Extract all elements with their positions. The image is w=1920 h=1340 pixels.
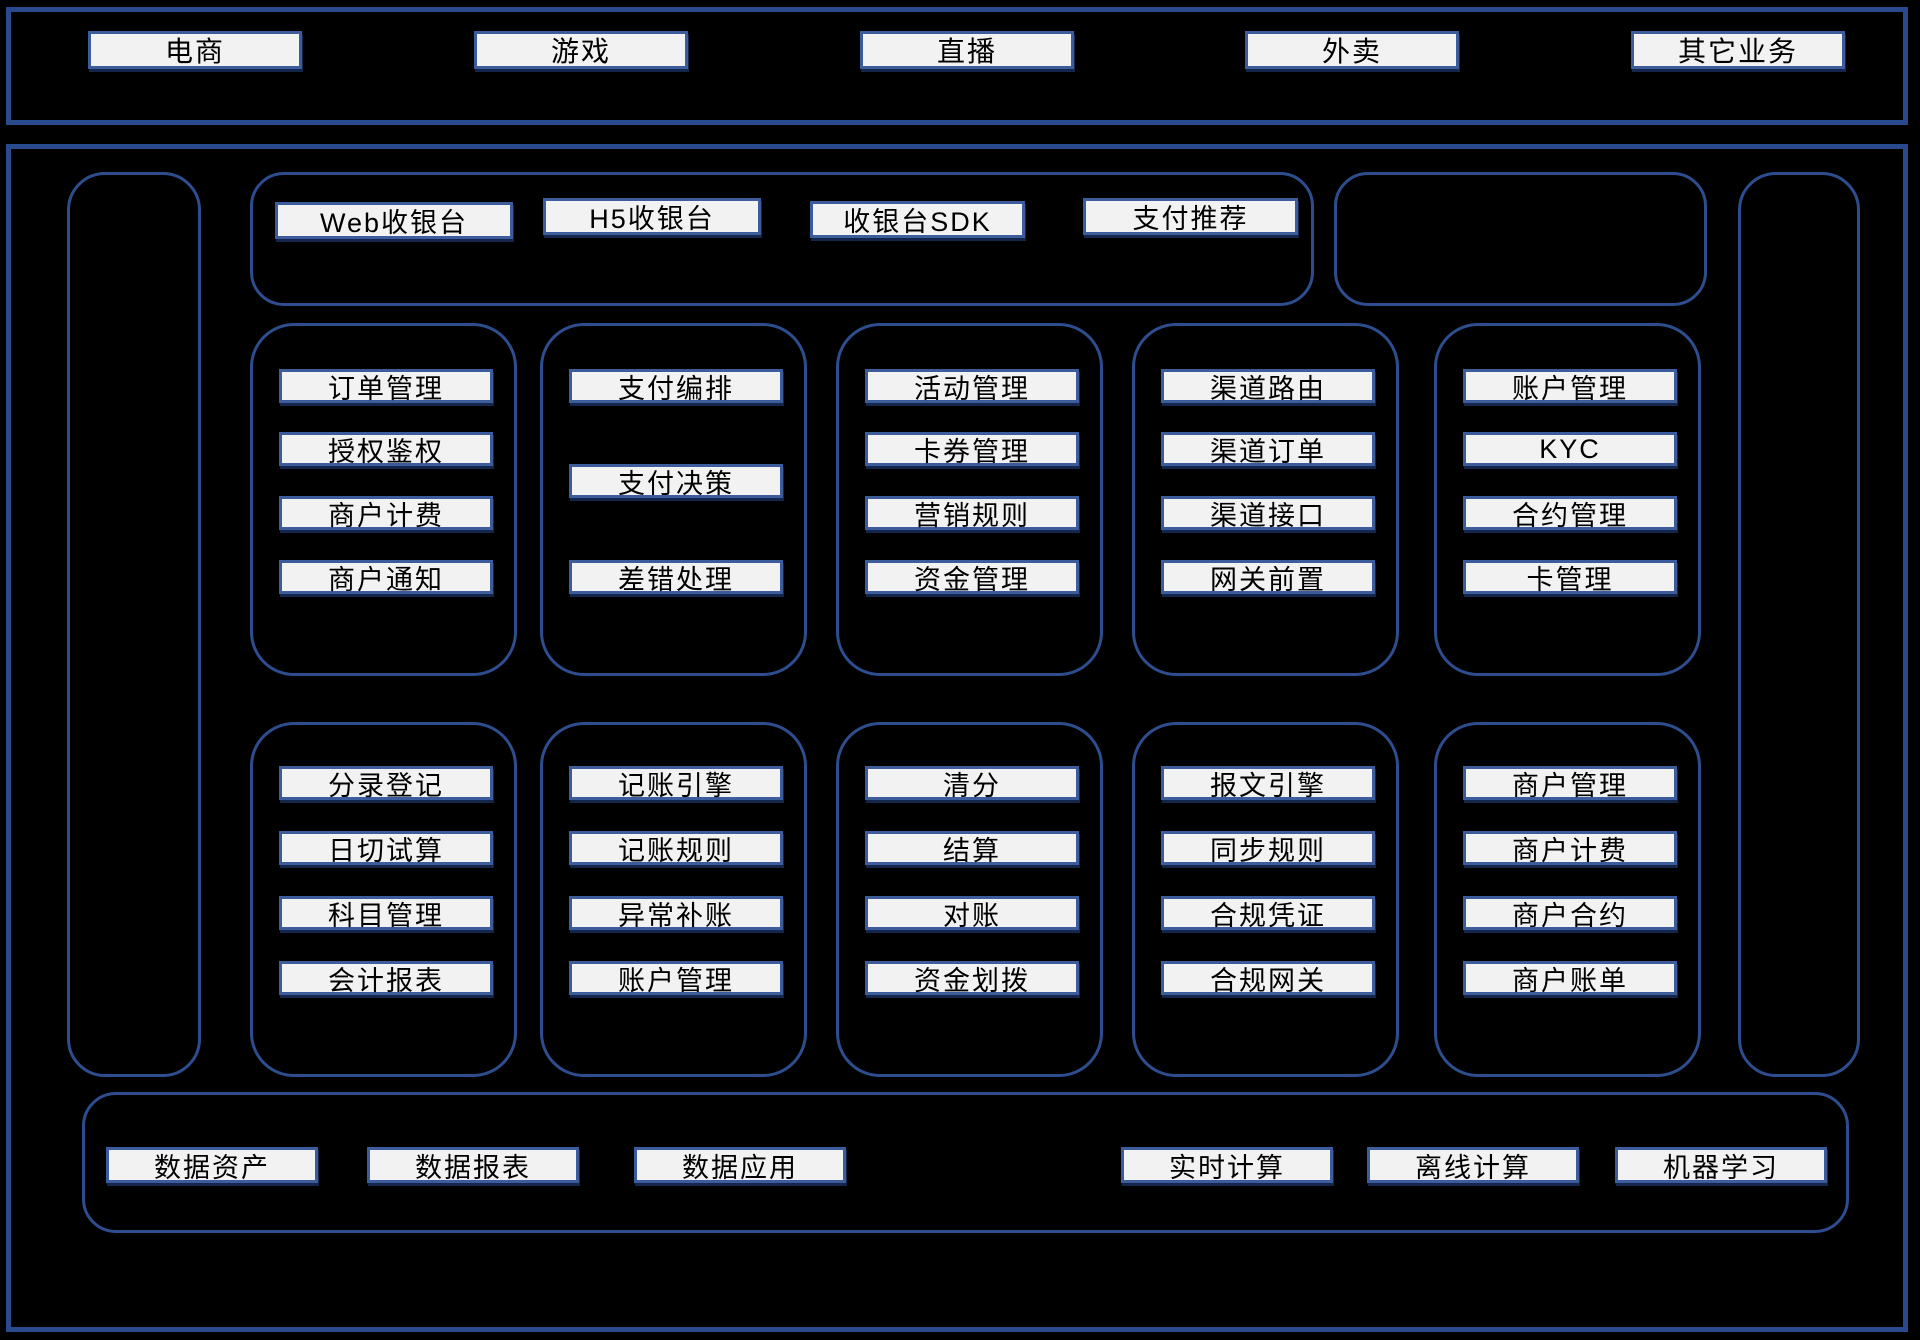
module-node: 合规凭证 — [1161, 896, 1375, 931]
business-node: 游戏 — [474, 31, 688, 69]
account-column: 账户管理 KYC 合约管理 卡管理 — [1434, 323, 1701, 676]
module-node: 记账规则 — [569, 831, 783, 866]
product-node: H5收银台 — [543, 198, 761, 235]
module-node: 结算 — [865, 831, 1079, 866]
module-node: 卡管理 — [1463, 560, 1677, 595]
left-rail — [67, 172, 201, 1077]
module-node: KYC — [1463, 432, 1677, 466]
module-node: 商户合约 — [1463, 896, 1677, 931]
products-side-group — [1334, 172, 1707, 306]
module-node: 支付编排 — [569, 369, 783, 404]
data-node: 机器学习 — [1615, 1147, 1827, 1183]
channel-column: 渠道路由 渠道订单 渠道接口 网关前置 — [1132, 323, 1399, 676]
module-node: 商户计费 — [1463, 831, 1677, 866]
right-rail — [1738, 172, 1860, 1077]
data-node: 数据资产 — [106, 1147, 318, 1183]
module-node: 商户通知 — [279, 560, 493, 595]
module-node: 网关前置 — [1161, 560, 1375, 595]
module-node: 同步规则 — [1161, 831, 1375, 866]
business-node: 电商 — [88, 31, 302, 69]
module-node: 授权鉴权 — [279, 432, 493, 467]
module-node: 对账 — [865, 896, 1079, 931]
module-node: 订单管理 — [279, 369, 493, 404]
module-node: 渠道路由 — [1161, 369, 1375, 404]
module-node: 渠道接口 — [1161, 496, 1375, 531]
module-node: 账户管理 — [1463, 369, 1677, 404]
business-node: 外卖 — [1245, 31, 1459, 69]
marketing-column: 活动管理 卡券管理 营销规则 资金管理 — [836, 323, 1103, 676]
module-node: 合约管理 — [1463, 496, 1677, 531]
module-node: 商户账单 — [1463, 961, 1677, 996]
module-node: 资金管理 — [865, 560, 1079, 595]
product-node: 支付推荐 — [1083, 198, 1298, 235]
compliance-column: 报文引擎 同步规则 合规凭证 合规网关 — [1132, 722, 1399, 1077]
module-node: 合规网关 — [1161, 961, 1375, 996]
payment-engine-column: 支付编排 支付决策 差错处理 — [540, 323, 807, 676]
module-node: 商户计费 — [279, 496, 493, 531]
module-node: 营销规则 — [865, 496, 1079, 531]
module-node: 账户管理 — [569, 961, 783, 996]
module-node: 分录登记 — [279, 766, 493, 801]
order-service-column: 订单管理 授权鉴权 商户计费 商户通知 — [250, 323, 517, 676]
module-node: 资金划拨 — [865, 961, 1079, 996]
settlement-column: 清分 结算 对账 资金划拨 — [836, 722, 1103, 1077]
product-node: 收银台SDK — [810, 201, 1025, 238]
data-node: 实时计算 — [1121, 1147, 1333, 1183]
ledger-column: 分录登记 日切试算 科目管理 会计报表 — [250, 722, 517, 1077]
platform-container: Web收银台 H5收银台 收银台SDK 支付推荐 订单管理 授权鉴权 商户计费 … — [6, 144, 1908, 1332]
business-node: 其它业务 — [1631, 31, 1845, 69]
module-node: 卡券管理 — [865, 432, 1079, 467]
merchant-column: 商户管理 商户计费 商户合约 商户账单 — [1434, 722, 1701, 1077]
data-node: 数据应用 — [634, 1147, 846, 1183]
data-node: 离线计算 — [1367, 1147, 1579, 1183]
module-node: 渠道订单 — [1161, 432, 1375, 467]
module-node: 日切试算 — [279, 831, 493, 866]
data-platform-bar: 数据资产 数据报表 数据应用 实时计算 离线计算 机器学习 — [82, 1092, 1849, 1233]
module-node: 支付决策 — [569, 464, 783, 499]
module-node: 商户管理 — [1463, 766, 1677, 801]
module-node: 科目管理 — [279, 896, 493, 931]
payment-products-group: Web收银台 H5收银台 收银台SDK 支付推荐 — [250, 172, 1314, 306]
data-node: 数据报表 — [367, 1147, 579, 1183]
module-node: 报文引擎 — [1161, 766, 1375, 801]
product-node: Web收银台 — [275, 202, 513, 239]
module-node: 记账引擎 — [569, 766, 783, 801]
business-node: 直播 — [860, 31, 1074, 69]
module-node: 活动管理 — [865, 369, 1079, 404]
business-layer: 电商 游戏 直播 外卖 其它业务 — [6, 7, 1908, 125]
module-node: 异常补账 — [569, 896, 783, 931]
module-node: 差错处理 — [569, 560, 783, 595]
module-node: 清分 — [865, 766, 1079, 801]
accounting-column: 记账引擎 记账规则 异常补账 账户管理 — [540, 722, 807, 1077]
module-node: 会计报表 — [279, 961, 493, 996]
